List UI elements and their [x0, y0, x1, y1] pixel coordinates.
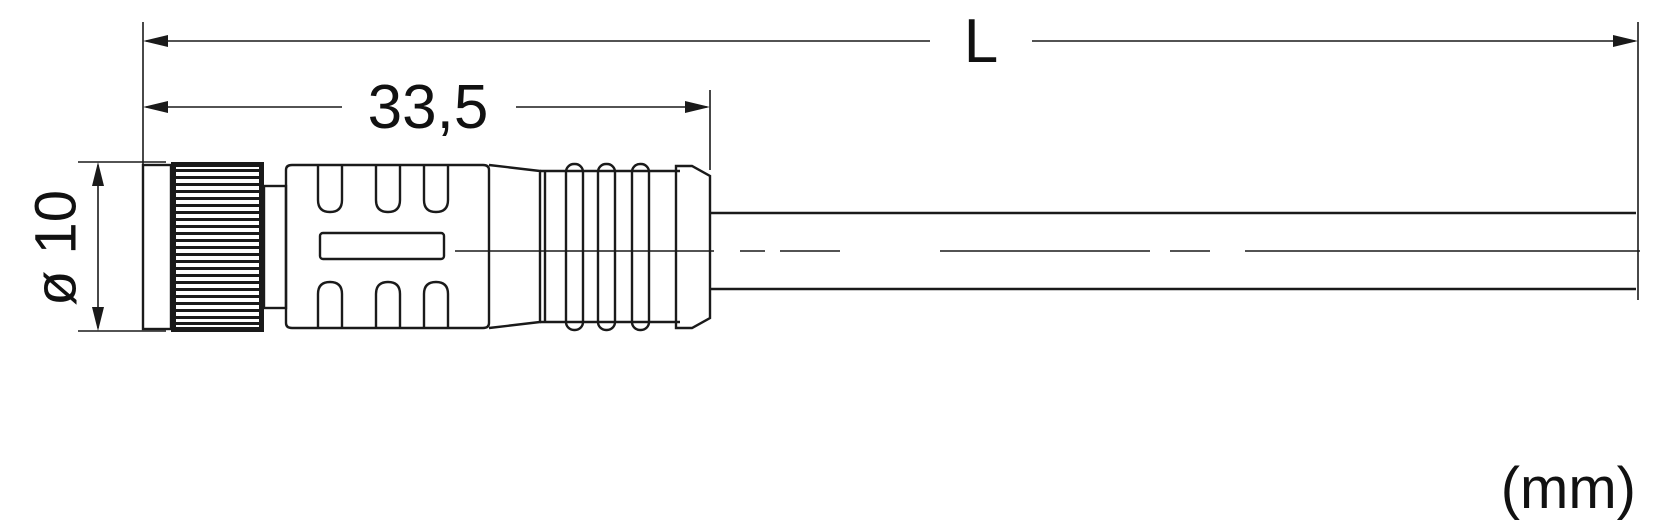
units-label: (mm)	[1501, 456, 1636, 521]
diameter-label: ø 10	[23, 190, 88, 306]
grip-housing	[284, 163, 491, 330]
diameter-dimension: ø 10	[23, 161, 166, 332]
overall-length-label: L	[964, 7, 998, 76]
connector-body	[141, 162, 712, 332]
cable	[710, 211, 1636, 291]
connector-length-dimension: 33,5	[143, 73, 711, 170]
connector-length-label: 33,5	[368, 73, 489, 142]
overall-length-dimension: L	[142, 7, 1639, 300]
strain-relief	[488, 162, 712, 332]
knurled-coupling-nut	[171, 162, 264, 332]
